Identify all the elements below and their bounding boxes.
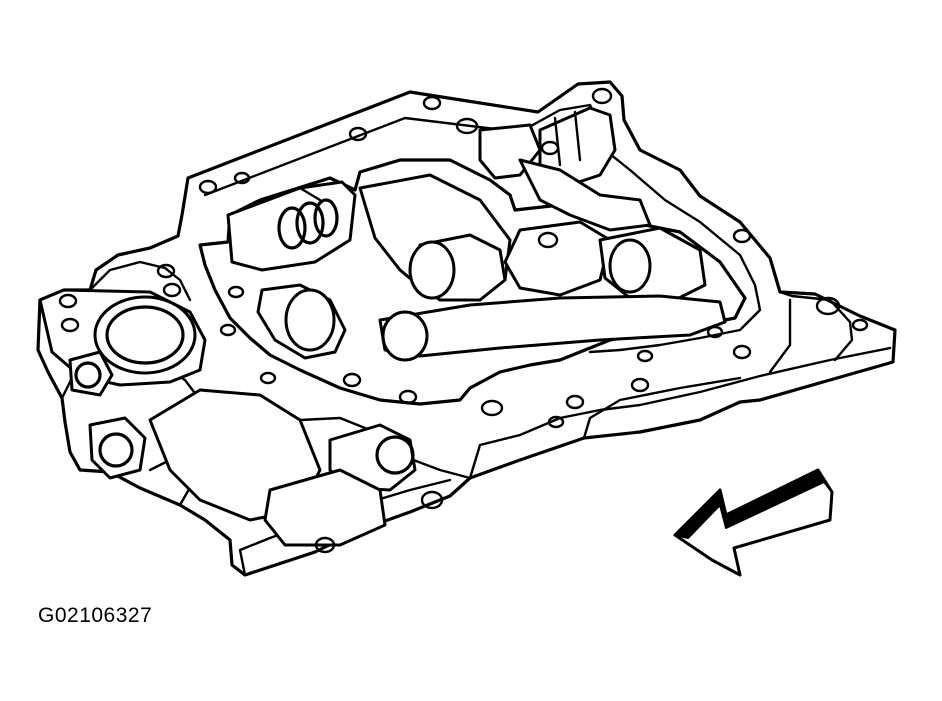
port-block-left — [226, 180, 357, 272]
arrow-left-icon — [673, 468, 834, 577]
lower-fittings — [88, 388, 417, 547]
figure-id-label: G02106327 — [38, 604, 153, 627]
thermostat-housing — [38, 288, 207, 397]
intake-runners — [256, 173, 727, 362]
bolt-holes — [58, 87, 869, 554]
rear-fitting — [478, 106, 652, 232]
